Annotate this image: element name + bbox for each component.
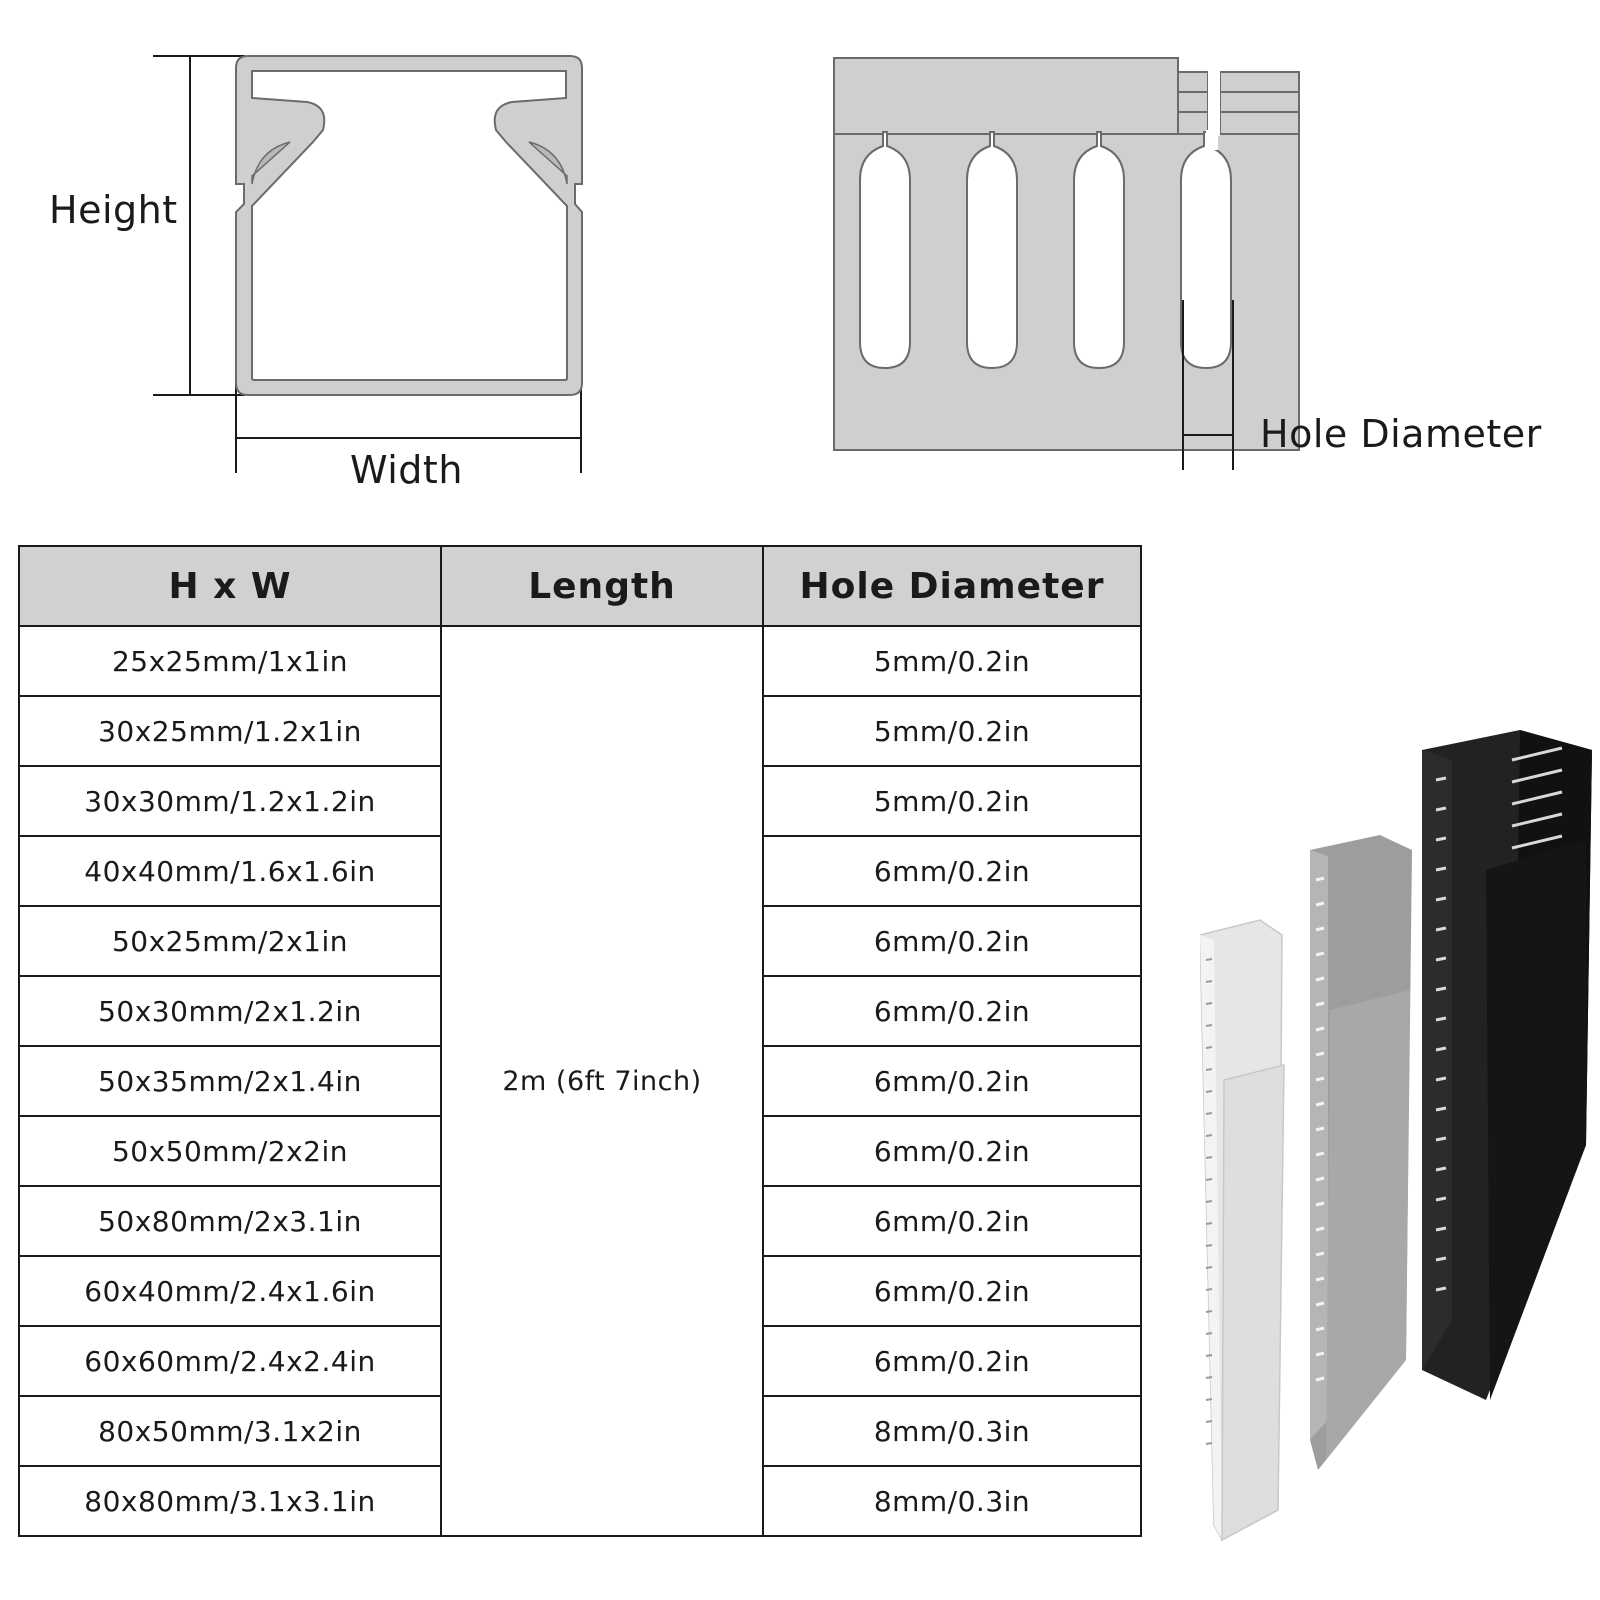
black-duct-slots <box>1435 746 1563 1292</box>
height-dimension-lines <box>153 55 245 396</box>
size-cell: 30x30mm/1.2x1.2in <box>18 765 442 837</box>
black-duct <box>1422 730 1592 1400</box>
hole-diameter-dimension <box>1182 300 1234 470</box>
hole-diameter-cell: 6mm/0.2in <box>762 975 1142 1047</box>
header-hole-diameter: Hole Diameter <box>762 545 1142 627</box>
hole-diameter-cell: 5mm/0.2in <box>762 625 1142 697</box>
width-dimension-lines <box>235 383 582 473</box>
grey-duct-slots <box>1315 876 1325 1382</box>
table-row: 50x35mm/2x1.4in 6mm/0.2in <box>18 1045 1142 1117</box>
product-illustration <box>1200 730 1592 1542</box>
table-header-row: H x W Length Hole Diameter <box>18 545 1142 627</box>
size-cell: 50x35mm/2x1.4in <box>18 1045 442 1117</box>
size-cell: 80x50mm/3.1x2in <box>18 1395 442 1467</box>
size-cell: 60x40mm/2.4x1.6in <box>18 1255 442 1327</box>
table-row: 60x60mm/2.4x2.4in 6mm/0.2in <box>18 1325 1142 1397</box>
side-slot-diagram <box>833 57 1300 470</box>
size-cell: 50x80mm/2x3.1in <box>18 1185 442 1257</box>
slot-holes <box>859 131 1232 370</box>
cross-section-diagram <box>153 55 583 473</box>
height-label: Height <box>49 188 178 232</box>
table-row: 30x25mm/1.2x1in 5mm/0.2in <box>18 695 1142 767</box>
hole-diameter-cell: 6mm/0.2in <box>762 1045 1142 1117</box>
hole-diameter-label: Hole Diameter <box>1260 412 1542 456</box>
white-duct-slots <box>1205 958 1213 1445</box>
spec-table: H x W Length Hole Diameter 25x25mm/1x1in… <box>18 545 1142 1537</box>
hole-diameter-cell: 6mm/0.2in <box>762 905 1142 977</box>
hole-diameter-cell: 6mm/0.2in <box>762 1255 1142 1327</box>
length-cell: 2m (6ft 7inch) <box>440 625 764 1537</box>
header-length: Length <box>440 545 764 627</box>
size-cell: 30x25mm/1.2x1in <box>18 695 442 767</box>
size-cell: 50x30mm/2x1.2in <box>18 975 442 1047</box>
table-row: 50x80mm/2x3.1in 6mm/0.2in <box>18 1185 1142 1257</box>
size-cell: 60x60mm/2.4x2.4in <box>18 1325 442 1397</box>
width-label: Width <box>350 448 463 492</box>
size-cell: 50x50mm/2x2in <box>18 1115 442 1187</box>
size-cell: 50x25mm/2x1in <box>18 905 442 977</box>
header-hxw: H x W <box>18 545 442 627</box>
table-row: 50x50mm/2x2in 6mm/0.2in <box>18 1115 1142 1187</box>
table-row: 50x25mm/2x1in 6mm/0.2in <box>18 905 1142 977</box>
hole-diameter-cell: 8mm/0.3in <box>762 1395 1142 1467</box>
grey-duct <box>1310 835 1412 1470</box>
size-cell: 25x25mm/1x1in <box>18 625 442 697</box>
white-duct <box>1200 919 1285 1542</box>
duct-profile-cavity <box>251 70 568 381</box>
hole-diameter-cell: 6mm/0.2in <box>762 1185 1142 1257</box>
hole-diameter-cell: 6mm/0.2in <box>762 1325 1142 1397</box>
size-cell: 80x80mm/3.1x3.1in <box>18 1465 442 1537</box>
table-row: 80x80mm/3.1x3.1in 8mm/0.3in <box>18 1465 1142 1537</box>
hole-diameter-cell: 5mm/0.2in <box>762 765 1142 837</box>
hole-diameter-cell: 6mm/0.2in <box>762 835 1142 907</box>
table-row: 30x30mm/1.2x1.2in 5mm/0.2in <box>18 765 1142 837</box>
size-cell: 40x40mm/1.6x1.6in <box>18 835 442 907</box>
table-row: 40x40mm/1.6x1.6in 6mm/0.2in <box>18 835 1142 907</box>
table-row: 60x40mm/2.4x1.6in 6mm/0.2in <box>18 1255 1142 1327</box>
hole-diameter-cell: 5mm/0.2in <box>762 695 1142 767</box>
table-row: 80x50mm/3.1x2in 8mm/0.3in <box>18 1395 1142 1467</box>
table-row: 50x30mm/2x1.2in 6mm/0.2in <box>18 975 1142 1047</box>
hole-diameter-cell: 8mm/0.3in <box>762 1465 1142 1537</box>
hole-diameter-cell: 6mm/0.2in <box>762 1115 1142 1187</box>
